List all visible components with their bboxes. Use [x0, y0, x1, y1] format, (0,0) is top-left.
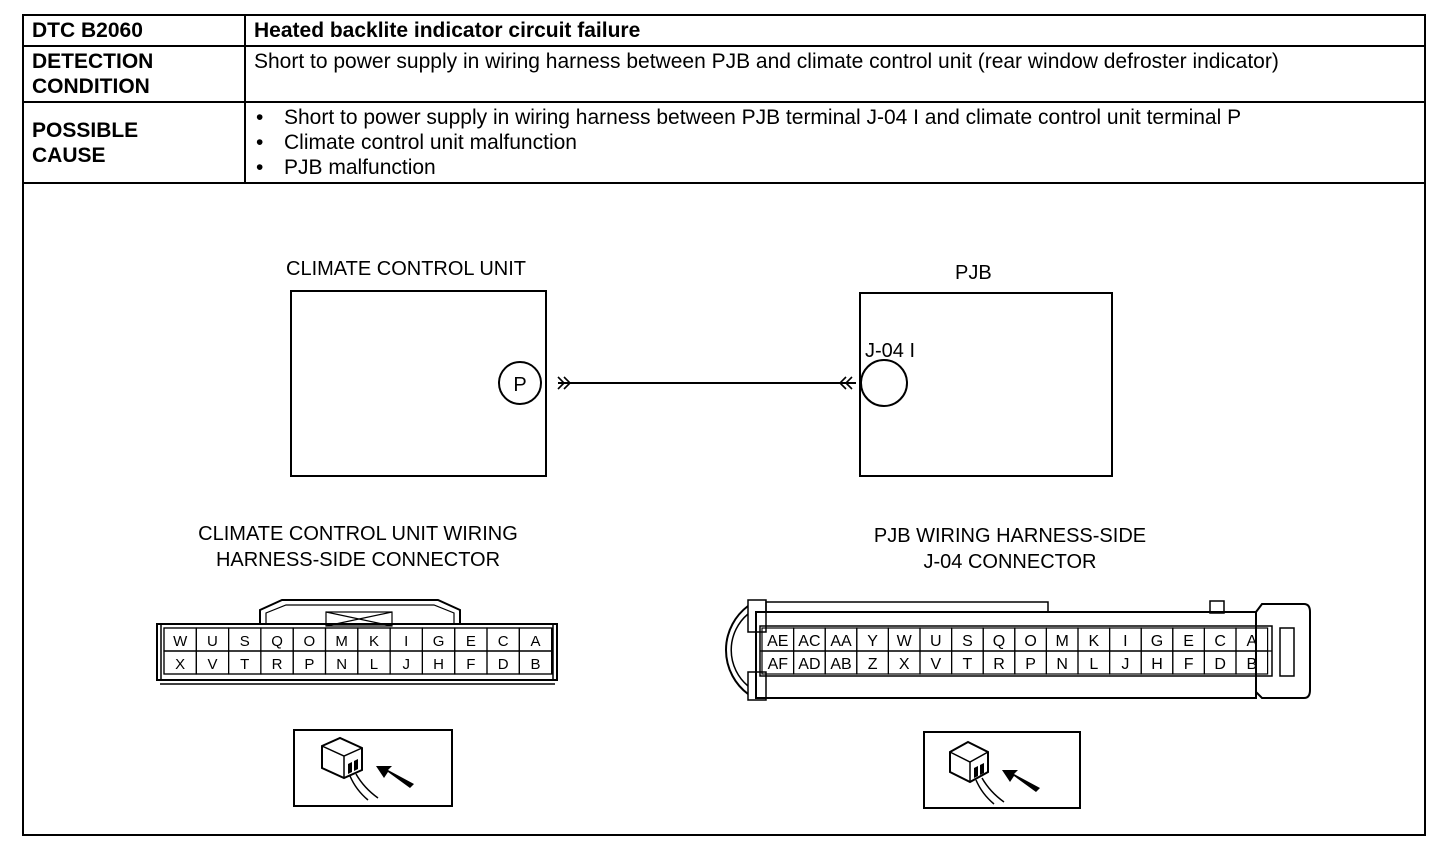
ccu-pin-label: E: [466, 633, 476, 650]
cause-item: Short to power supply in wiring harness …: [256, 105, 1416, 130]
pjb-pin-label: P: [1025, 656, 1036, 673]
ccu-pin-label: D: [498, 656, 509, 673]
cause-list-cell: Short to power supply in wiring harness …: [244, 101, 1424, 184]
pjb-pin-label: AC: [798, 633, 820, 650]
ccu-pin-label: G: [433, 633, 445, 650]
pjb-connector-title: PJB WIRING HARNESS-SIDE J-04 CONNECTOR: [850, 523, 1170, 575]
pjb-pin-label: R: [993, 656, 1005, 673]
ccu-terminal-circle: [498, 361, 542, 405]
pjb-pin-label: S: [962, 633, 973, 650]
ccu-pin-label: R: [272, 656, 283, 673]
ccu-pin-grid: W U S Q O M K I G E C A X V T R P N L J H F D B: [163, 627, 553, 675]
dtc-title: Heated backlite indicator circuit failur…: [244, 16, 1424, 47]
dtc-code-row: DTC B2060 Heated backlite indicator circ…: [24, 16, 1424, 47]
ccu-pin-label: S: [240, 633, 250, 650]
pjb-connector-symbol: [838, 376, 853, 390]
ccu-pin-label: J: [403, 656, 411, 673]
pjb-pin-label: F: [1184, 656, 1194, 673]
pjb-pin-label: I: [1123, 633, 1127, 650]
ccu-connector-symbol: [557, 376, 572, 390]
cause-label-line2: CAUSE: [32, 143, 106, 167]
cause-item: PJB malfunction: [256, 155, 1416, 180]
pjb-pin-label: A: [1246, 633, 1257, 650]
pjb-pin-label: J: [1121, 656, 1129, 673]
pjb-pin-label: O: [1024, 633, 1036, 650]
pjb-connector-view-icon: [923, 731, 1081, 809]
pjb-pin-label: W: [897, 633, 913, 650]
pjb-pin-label: G: [1151, 633, 1163, 650]
pjb-pin-label: U: [930, 633, 942, 650]
pjb-pin-label: M: [1056, 633, 1069, 650]
ccu-connector-title: CLIMATE CONTROL UNIT WIRING HARNESS-SIDE…: [176, 521, 540, 573]
ccu-pin-label: F: [466, 656, 475, 673]
pjb-pin-label: N: [1056, 656, 1068, 673]
ccu-pin-label: M: [335, 633, 348, 650]
pjb-pin-label: AB: [830, 656, 851, 673]
dtc-table: DTC B2060 Heated backlite indicator circ…: [24, 16, 1424, 184]
ccu-box: [290, 290, 547, 477]
pjb-terminal-circle: [860, 359, 908, 407]
pjb-pin-label: X: [899, 656, 910, 673]
cause-list: Short to power supply in wiring harness …: [254, 105, 1416, 180]
ccu-pin-label: C: [498, 633, 509, 650]
detection-row: DETECTION CONDITION Short to power suppl…: [24, 45, 1424, 103]
cause-label-line1: POSSIBLE: [32, 118, 139, 142]
detection-label-line1: DETECTION: [32, 50, 154, 73]
ccu-connector-title-line1: CLIMATE CONTROL UNIT WIRING: [198, 523, 518, 545]
pjb-pin-label: K: [1088, 633, 1099, 650]
ccu-pin-label: V: [207, 656, 217, 673]
detection-label: DETECTION CONDITION: [24, 45, 246, 103]
ccu-pin-label: T: [240, 656, 249, 673]
ccu-connector-view-icon: [293, 729, 453, 807]
ccu-pin-label: I: [404, 633, 408, 650]
pjb-connector: [725, 599, 1311, 701]
pjb-pin-label: L: [1089, 656, 1098, 673]
pjb-connector-title-line2: J-04 CONNECTOR: [923, 551, 1097, 573]
pjb-pin-label: C: [1214, 633, 1226, 650]
detection-condition-text: Short to power supply in wiring harness …: [244, 45, 1424, 103]
ccu-pin-label: B: [530, 656, 540, 673]
pjb-pin-label: AA: [830, 633, 852, 650]
ccu-pin-label: N: [336, 656, 347, 673]
ccu-pin-label: O: [304, 633, 316, 650]
cause-item: Climate control unit malfunction: [256, 130, 1416, 155]
ccu-pin-label: W: [173, 633, 188, 650]
pjb-box: [859, 292, 1113, 477]
pjb-pin-label: E: [1183, 633, 1194, 650]
dtc-sheet: DTC B2060 Heated backlite indicator circ…: [22, 14, 1426, 836]
pjb-pin-label: D: [1214, 656, 1226, 673]
ccu-pin-label: P: [304, 656, 314, 673]
pjb-pin-label: Q: [993, 633, 1005, 650]
ccu-pin-label: L: [370, 656, 378, 673]
ccu-pin-label: Q: [271, 633, 283, 650]
pjb-title: PJB: [955, 262, 992, 284]
ccu-pin-label: H: [433, 656, 444, 673]
ccu-pin-label: A: [530, 633, 540, 650]
pjb-pin-cell: [1235, 650, 1269, 675]
cause-label: POSSIBLE CAUSE: [24, 101, 246, 184]
pjb-terminal-label: J-04 I: [865, 340, 915, 362]
pjb-pin-label: Y: [867, 633, 878, 650]
ccu-title: CLIMATE CONTROL UNIT: [286, 258, 527, 280]
dtc-code: DTC B2060: [24, 16, 246, 47]
pjb-pin-label: AE: [767, 633, 788, 650]
ccu-pin-cell: [518, 650, 553, 675]
ccu-pin-label: X: [175, 656, 185, 673]
detection-label-line2: CONDITION: [32, 75, 150, 98]
pjb-pin-label: B: [1246, 656, 1257, 673]
pjb-pin-label: AD: [798, 656, 820, 673]
pjb-pin-label: H: [1151, 656, 1163, 673]
ccu-terminal-label: P: [513, 374, 526, 396]
pjb-pin-label: Z: [868, 656, 878, 673]
pjb-connector-title-line1: PJB WIRING HARNESS-SIDE: [873, 525, 1147, 547]
ccu-pin-label: K: [369, 633, 379, 650]
pjb-pin-label: V: [930, 656, 941, 673]
ccu-connector-title-line2: HARNESS-SIDE CONNECTOR: [215, 549, 501, 571]
ccu-pin-label: U: [207, 633, 218, 650]
pjb-pin-label: T: [963, 656, 973, 673]
pjb-pin-label: AF: [768, 656, 789, 673]
possible-cause-row: POSSIBLE CAUSE Short to power supply in …: [24, 101, 1424, 184]
